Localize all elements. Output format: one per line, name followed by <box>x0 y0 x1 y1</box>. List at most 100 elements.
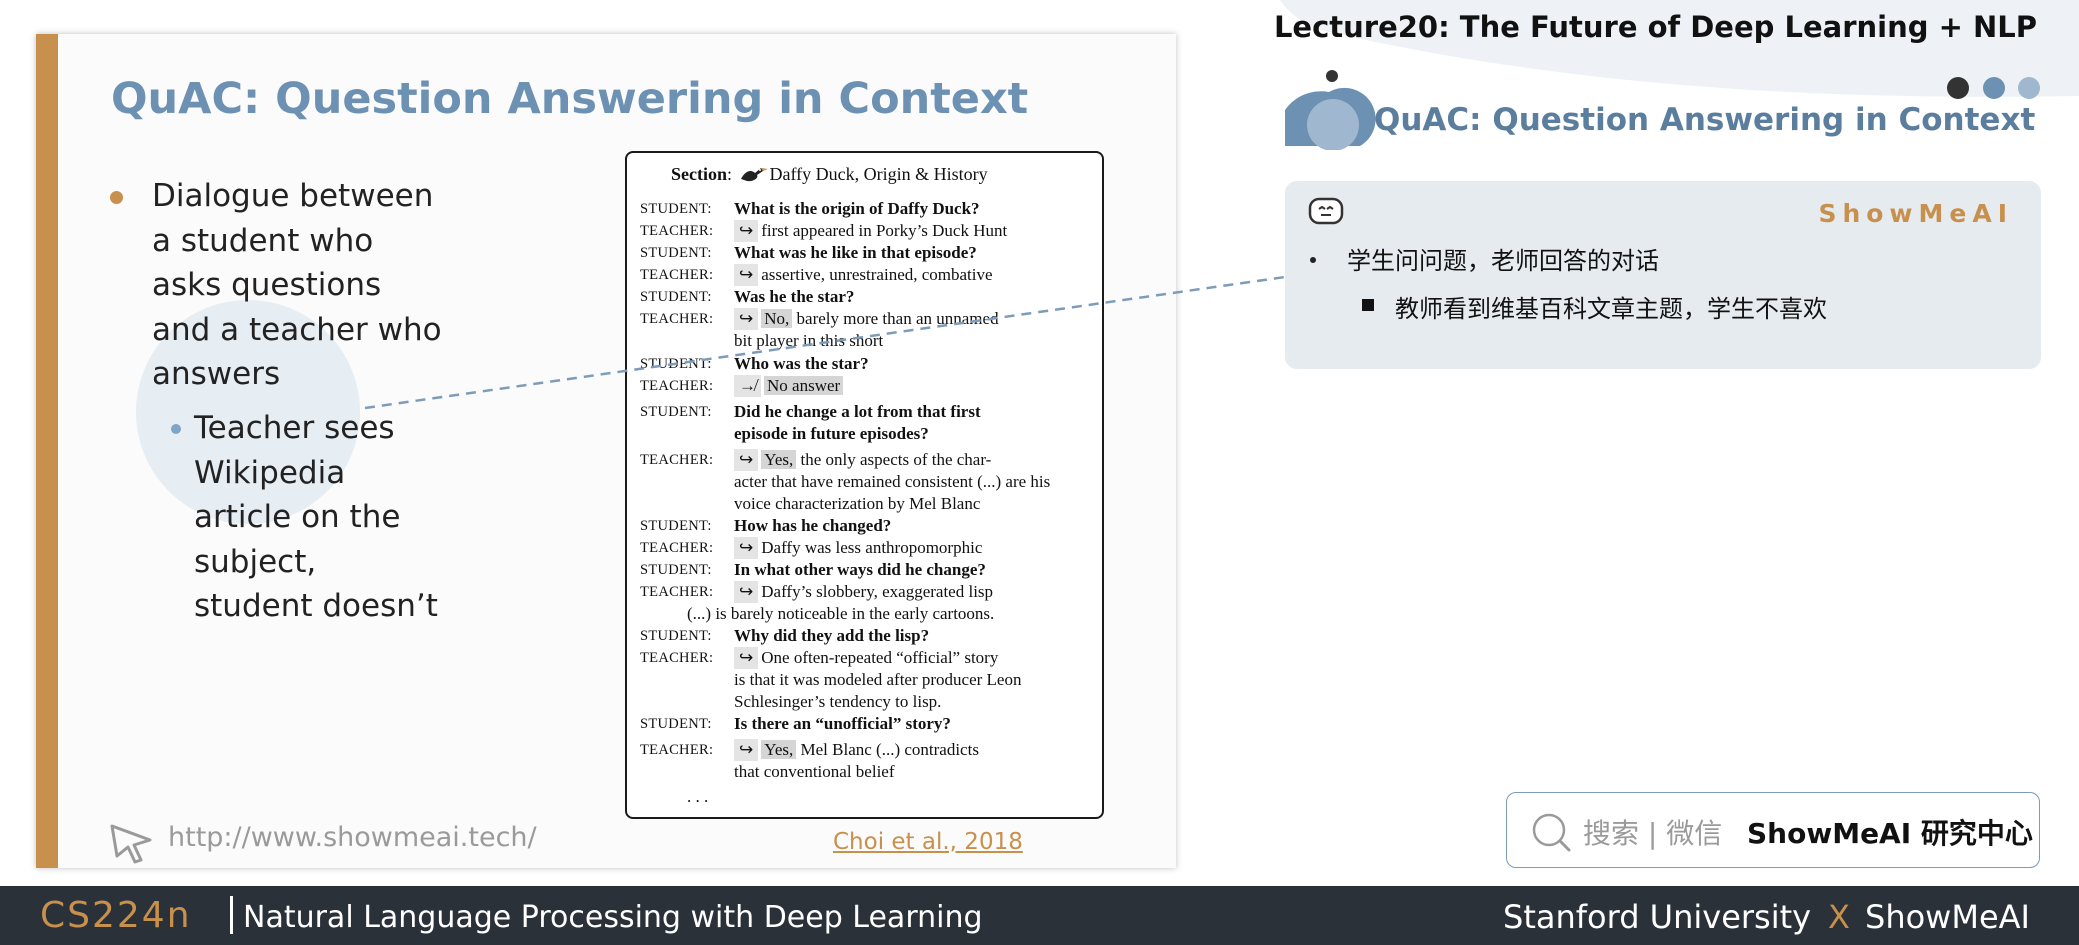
role-student: STUDENT: <box>640 404 712 420</box>
bullet-line: subject, <box>194 543 317 580</box>
header-decoration <box>1280 0 2079 150</box>
student-question: Did he change a lot from that first <box>734 402 981 421</box>
continue-arrow-icon: ↪ <box>734 220 759 242</box>
section-label: Section <box>671 164 727 184</box>
answer-tag: Yes, <box>761 740 797 759</box>
note-item: 学生问问题，老师回答的对话 <box>1347 247 1659 275</box>
teacher-answer: barely more than an unnamed <box>796 309 999 328</box>
teacher-answer: assertive, unrestrained, combative <box>761 265 993 284</box>
sub-bullet-dot <box>171 424 181 434</box>
continue-arrow-icon: ↪ <box>734 449 759 471</box>
section-title-right: QuAC: Question Answering in Context <box>1374 102 2036 138</box>
role-teacher: TEACHER: <box>640 650 714 666</box>
search-placeholder: 搜索 | 微信 <box>1583 817 1723 850</box>
dialogue-ellipsis: . . . <box>687 787 709 806</box>
slide-panel: QuAC: Question Answering in Context Dial… <box>36 34 1176 868</box>
course-code: CS224n <box>40 895 192 936</box>
sub-bullet-teacher: Teacher sees Wikipedia article on the su… <box>194 406 438 629</box>
search-brand: ShowMeAI 研究中心 <box>1747 817 2033 850</box>
bullet-dot <box>110 191 123 204</box>
note-card: ShowMeAI 学生问问题，老师回答的对话 教师看到维基百科文章主题，学生不喜… <box>1285 181 2041 369</box>
answer-tag: Yes, <box>761 450 797 469</box>
student-question: What was he like in that episode? <box>734 243 977 262</box>
answer-tag: No, <box>761 309 793 328</box>
dialogue-turn: TEACHER: ↛No answer <box>640 375 1080 397</box>
continue-arrow-icon: ↪ <box>734 647 759 669</box>
course-separator <box>230 896 233 934</box>
role-teacher: TEACHER: <box>640 452 714 468</box>
student-question: Why did they add the lisp? <box>734 626 930 645</box>
teacher-answer-cont: is that it was modeled after producer Le… <box>734 670 1022 689</box>
dialogue-turn: TEACHER: ↪Daffy’s slobbery, exaggerated … <box>640 581 1080 625</box>
dialogue-turn: TEACHER: ↪Daffy was less anthropomorphic <box>640 537 1080 559</box>
role-student: STUDENT: <box>640 289 712 305</box>
teacher-answer: the only aspects of the char- <box>800 450 992 469</box>
role-student: STUDENT: <box>640 716 712 732</box>
robot-icon <box>1307 195 1345 234</box>
dialogue-turn: TEACHER: ↪assertive, unrestrained, comba… <box>640 264 1080 286</box>
role-student: STUDENT: <box>640 245 712 261</box>
bullet-line: and a teacher who <box>152 311 442 348</box>
teacher-answer: No answer <box>764 376 844 395</box>
bullet-line: answers <box>152 356 281 392</box>
role-teacher: TEACHER: <box>640 223 714 239</box>
role-student: STUDENT: <box>640 201 712 217</box>
teacher-answer-cont: (...) is barely noticeable in the early … <box>687 604 995 623</box>
section-title: Daffy Duck, Origin & History <box>769 164 988 184</box>
continue-arrow-icon: ↪ <box>734 264 759 286</box>
bullet-dialogue: Dialogue between a student who asks ques… <box>152 174 442 397</box>
teacher-answer-cont: bit player in this short <box>734 331 884 350</box>
dialogue-turn: STUDENT: What was he like in that episod… <box>640 242 1080 264</box>
dialogue-turn: TEACHER: ↪first appeared in Porky’s Duck… <box>640 220 1080 242</box>
teacher-answer-cont: that conventional belief <box>734 762 895 781</box>
teacher-answer-cont: Schlesinger’s tendency to lisp. <box>734 692 942 711</box>
bullet-line: asks questions <box>152 267 382 303</box>
section-header: Section: Daffy Duck, Origin & History <box>671 164 988 188</box>
lecture-title: Lecture20: The Future of Deep Learning +… <box>1273 10 2037 44</box>
note-sub-bullet <box>1362 299 1374 311</box>
teacher-answer-cont: acter that have remained consistent (...… <box>734 472 1051 491</box>
org-showmeai: ShowMeAI <box>1865 898 2030 936</box>
role-teacher: TEACHER: <box>640 311 714 327</box>
role-student: STUDENT: <box>640 628 712 644</box>
dialogue-turn: STUDENT: Is there an “unofficial” story? <box>640 713 1080 735</box>
search-box[interactable]: 搜索 | 微信 ShowMeAI 研究中心 <box>1506 792 2040 868</box>
teacher-answer-cont: voice characterization by Mel Blanc <box>734 494 981 513</box>
no-answer-arrow-icon: ↛ <box>734 375 761 397</box>
org-x: X <box>1828 898 1850 936</box>
dialogue-turn: STUDENT: In what other ways did he chang… <box>640 559 1080 581</box>
continue-arrow-icon: ↪ <box>734 581 759 603</box>
role-student: STUDENT: <box>640 518 712 534</box>
dialogue-turn: STUDENT: What is the origin of Daffy Duc… <box>640 198 1080 220</box>
continue-arrow-icon: ↪ <box>734 739 759 761</box>
footer-url-link[interactable]: http://www.showmeai.tech/ <box>168 822 537 853</box>
student-question: What is the origin of Daffy Duck? <box>734 199 980 218</box>
bottom-bar: CS224n Natural Language Processing with … <box>0 886 2079 945</box>
student-question-cont: episode in future episodes? <box>734 424 929 443</box>
teacher-answer: One often-repeated “official” story <box>761 648 999 667</box>
teacher-answer: Daffy’s slobbery, exaggerated lisp <box>761 582 994 601</box>
slide-accent-bar <box>36 34 58 868</box>
role-student: STUDENT: <box>640 562 712 578</box>
brand-label: ShowMeAI <box>1818 199 2013 228</box>
dialogue-turn: TEACHER: ↪Yes, the only aspects of the c… <box>640 449 1080 515</box>
dialogue-figure: Section: Daffy Duck, Origin & History ST… <box>625 151 1104 819</box>
continue-arrow-icon: ↪ <box>734 537 759 559</box>
student-question: Was he the star? <box>734 287 855 306</box>
bullet-line: Wikipedia <box>194 454 346 491</box>
bullet-line: article on the <box>194 499 401 535</box>
role-teacher: TEACHER: <box>640 742 714 758</box>
student-question: Who was the star? <box>734 354 869 373</box>
dialogue-turn: STUDENT: Why did they add the lisp? <box>640 625 1080 647</box>
dialogue-turn: STUDENT: Did he change a lot from that f… <box>640 401 1080 445</box>
teacher-answer: Mel Blanc (...) contradicts <box>800 740 979 759</box>
continue-arrow-icon: ↪ <box>734 308 759 330</box>
role-teacher: TEACHER: <box>640 378 714 394</box>
dialogue-turn: TEACHER: ↪Yes, Mel Blanc (...) contradic… <box>640 739 1080 783</box>
citation-link[interactable]: Choi et al., 2018 <box>833 829 1023 855</box>
role-teacher: TEACHER: <box>640 584 714 600</box>
duck-icon <box>739 165 769 188</box>
role-teacher: TEACHER: <box>640 540 714 556</box>
dialogue-turn: STUDENT: How has he changed? <box>640 515 1080 537</box>
